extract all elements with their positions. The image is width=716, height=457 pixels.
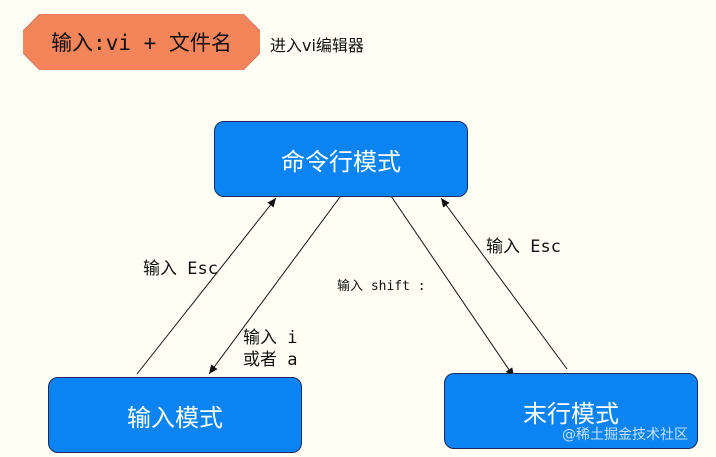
edge-label-last-line-to-command: 输入 Esc — [486, 237, 561, 257]
last-line-mode-node: 末行模式 — [444, 373, 698, 449]
insert-mode-node: 输入模式 — [48, 377, 302, 453]
command-banner-text: 输入:vi + 文件名 — [51, 31, 232, 55]
insert-mode-label: 输入模式 — [127, 403, 223, 432]
watermark: @稀土掘金技术社区 — [562, 427, 688, 443]
edge-label-command-to-last-line: 输入 shift : — [337, 279, 426, 294]
arrow-last-line-to-command — [440, 197, 568, 370]
arrow-command-to-last-line — [390, 195, 515, 378]
command-mode-label: 命令行模式 — [281, 147, 401, 176]
banner-description: 进入vi编辑器 — [270, 36, 364, 55]
edge-label-command-to-insert-1: 输入 i — [243, 328, 298, 348]
edge-label-insert-to-command: 输入 Esc — [143, 259, 218, 279]
edge-label-command-to-insert-2: 或者 a — [243, 350, 298, 370]
command-mode-node: 命令行模式 — [214, 121, 468, 197]
command-banner: 输入:vi + 文件名 — [23, 14, 260, 70]
last-line-mode-label: 末行模式 — [523, 399, 619, 428]
arrow-insert-to-command — [136, 197, 277, 375]
arrow-command-to-insert — [208, 196, 341, 375]
